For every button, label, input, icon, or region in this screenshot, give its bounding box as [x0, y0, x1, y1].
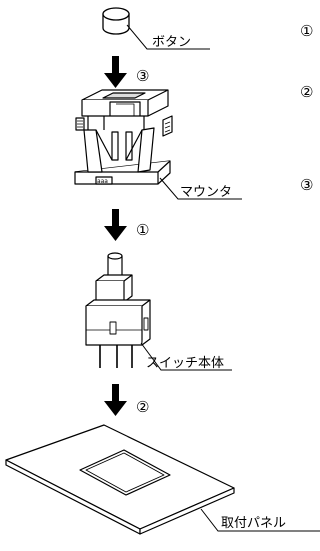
mounter-part: [74, 89, 173, 185]
side-list-item-3: ③: [300, 176, 313, 194]
step-marker-top: ③: [136, 67, 149, 85]
side-list-item-1: ①: [300, 22, 313, 40]
step-marker-middle: ①: [136, 221, 149, 239]
switch-body-label: スイッチ本体: [146, 356, 224, 371]
panel-part: [5, 424, 235, 535]
button-part: [102, 7, 130, 35]
step-marker-bottom: ②: [136, 398, 149, 416]
arrow-down-icon: [104, 384, 127, 416]
arrow-down-icon: [104, 209, 127, 241]
mounter-marking: ааа: [97, 178, 108, 185]
panel-label: 取付パネル: [221, 516, 286, 531]
arrow-down-icon: [104, 56, 127, 88]
side-list-item-2: ②: [300, 83, 313, 101]
switch-body-leader: [140, 342, 232, 371]
switch-body-part: [85, 252, 151, 368]
panel-leader: [200, 508, 320, 532]
mounter-label: マウンタ: [180, 185, 232, 200]
button-label: ボタン: [152, 35, 191, 50]
button-leader: [126, 24, 210, 50]
mounter-leader: [159, 177, 242, 200]
